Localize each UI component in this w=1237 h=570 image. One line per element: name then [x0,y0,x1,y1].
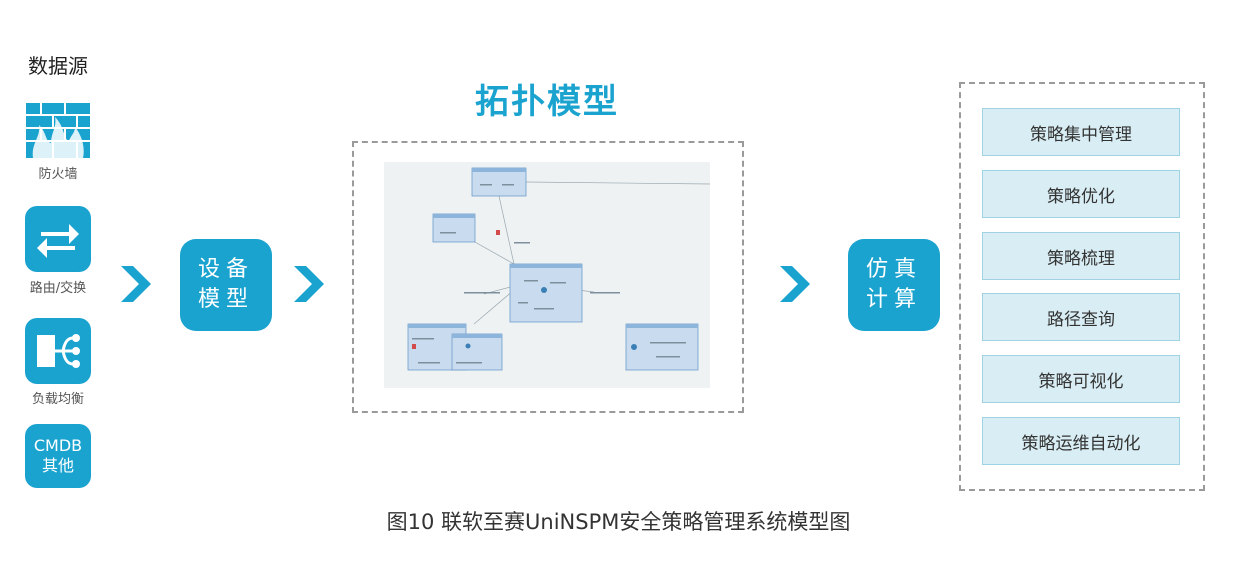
cmdb-icon: CMDB 其他 [25,424,91,488]
policy-item: 路径查询 [982,293,1180,341]
simulation-tile: 仿真 计算 [848,239,940,331]
policy-item: 策略运维自动化 [982,417,1180,465]
arrow-right-icon [778,264,812,304]
policy-item: 策略优化 [982,170,1180,218]
device-model-line1: 设备 [197,257,254,282]
arrow-right-icon [119,264,153,304]
load-balancer-label: 负载均衡 [31,392,84,407]
simulation-line2: 计算 [865,287,922,312]
load-balancer-icon [25,318,91,384]
device-model-line2: 模型 [197,287,254,312]
policy-frame [959,82,1205,491]
policy-item: 策略梳理 [982,232,1180,280]
topology-screenshot [384,162,710,388]
router-switch-icon [25,206,91,272]
topology-frame [352,141,744,413]
router-switch-label: 路由/交换 [29,281,87,296]
device-model-tile: 设备 模型 [180,239,272,331]
figure-caption: 图10 联软至赛UniNSPM安全策略管理系统模型图 [386,510,851,534]
topology-title: 拓扑模型 [475,82,619,122]
cmdb-label-line2: 其他 [41,456,74,475]
policy-item: 策略集中管理 [982,108,1180,156]
simulation-line1: 仿真 [865,257,922,282]
firewall-label: 防火墙 [38,167,78,182]
cmdb-label-line1: CMDB [33,436,83,455]
policy-item: 策略可视化 [982,355,1180,403]
arrow-right-icon [292,264,326,304]
firewall-icon [25,97,91,159]
data-source-title: 数据源 [28,54,88,78]
